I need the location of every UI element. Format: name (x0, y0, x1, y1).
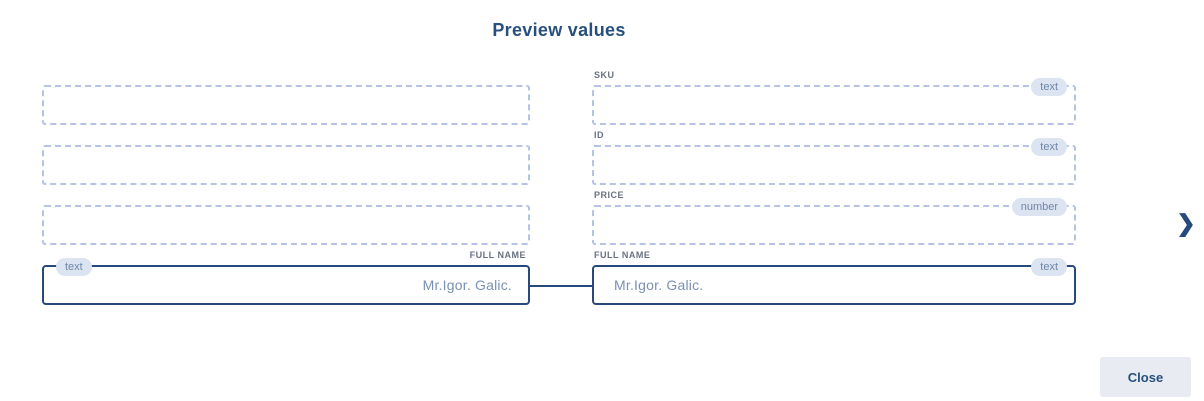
field-label: SKU (594, 70, 615, 80)
page-title: Preview values (492, 20, 626, 40)
field-type-badge: text (56, 258, 92, 276)
empty-field-box: number (592, 198, 1076, 245)
field-label (42, 127, 530, 145)
empty-field-box: text (592, 138, 1076, 185)
empty-field-row: PRICE number (592, 187, 1076, 245)
field-label (42, 67, 530, 85)
field-value: Mr.Igor. Galic. (422, 277, 512, 293)
empty-field-box (42, 85, 530, 125)
empty-field-box (42, 145, 530, 185)
field-label: PRICE (594, 190, 625, 200)
empty-field-row: ID text (592, 127, 1076, 185)
field-label: FULL NAME (594, 250, 651, 260)
field-type-badge: text (1031, 78, 1067, 96)
field-label: ID (594, 130, 604, 140)
empty-field-row: SKU text (592, 67, 1076, 125)
field-label: FULL NAME (469, 250, 526, 260)
field-label (42, 187, 530, 205)
field-value: Mr.Igor. Galic. (614, 277, 704, 293)
field-type-badge: text (1031, 258, 1067, 276)
mapping-connector-line (530, 285, 592, 287)
chevron-right-icon: ❯ (1176, 209, 1196, 236)
next-page-button[interactable]: ❯ (1168, 206, 1204, 240)
empty-field-box: text (592, 78, 1076, 125)
close-button[interactable]: Close (1100, 357, 1191, 397)
field-type-badge: text (1031, 138, 1067, 156)
empty-field-box (42, 205, 530, 245)
empty-field-row (42, 67, 530, 125)
field-type-badge: number (1011, 198, 1067, 216)
empty-field-row (42, 187, 530, 245)
empty-field-row (42, 127, 530, 185)
